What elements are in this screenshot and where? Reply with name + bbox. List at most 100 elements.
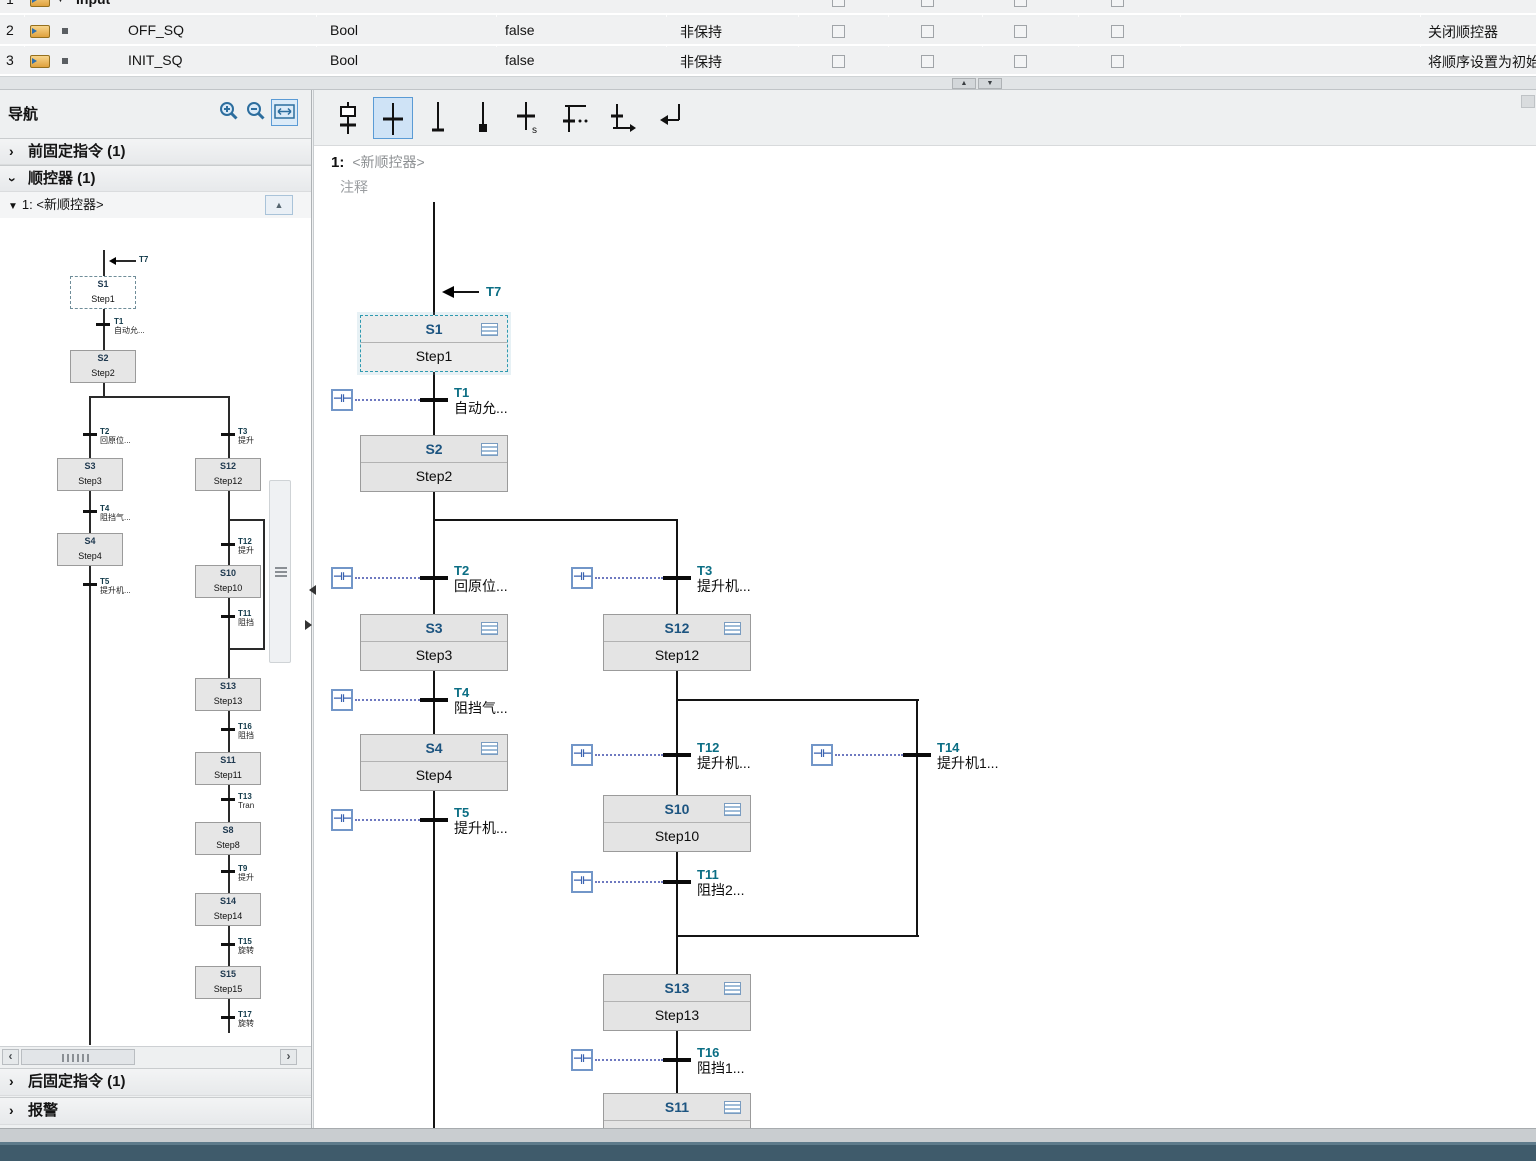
checkbox[interactable] xyxy=(832,0,845,7)
transition-bar-t1[interactable] xyxy=(420,398,448,402)
step-node-s4[interactable]: S4 Step4 xyxy=(360,734,508,791)
checkbox[interactable] xyxy=(1014,55,1027,68)
transition-condition-icon[interactable] xyxy=(331,567,353,589)
sequence-overview-thumbnail[interactable]: T7 S1Step1 T1自动允... S2Step2 T2回原位... T3提… xyxy=(0,218,311,1046)
insert-step-button[interactable] xyxy=(418,97,458,139)
checkbox[interactable] xyxy=(921,0,934,7)
retain-setting[interactable]: 非保持 xyxy=(680,22,722,42)
thumb-step-s8[interactable]: S8Step8 xyxy=(195,822,261,855)
transition-label-t12[interactable]: T12提升机... xyxy=(697,740,751,771)
transition-bar-t12[interactable] xyxy=(663,753,691,757)
nav-section-pre-instructions[interactable]: › 前固定指令 (1) xyxy=(0,138,311,165)
insert-transition-button[interactable] xyxy=(373,97,413,139)
transition-bar[interactable] xyxy=(221,433,235,436)
nav-horizontal-scrollbar[interactable]: ‹ › xyxy=(0,1046,311,1066)
scroll-up-button[interactable]: ▲ xyxy=(265,195,293,215)
scroll-left-button[interactable]: ‹ xyxy=(2,1049,19,1065)
transition-label-t12[interactable]: T12提升 xyxy=(238,537,254,555)
thumb-step-s3[interactable]: S3Step3 xyxy=(57,458,123,491)
transition-bar[interactable] xyxy=(83,510,97,513)
splitter-up-button[interactable]: ▲ xyxy=(952,78,976,89)
transition-label-t4[interactable]: T4阻挡气... xyxy=(100,504,131,522)
sequencer-tree-item[interactable]: ▼1: <新顺控器> ▲ xyxy=(0,192,311,218)
group-expand-icon[interactable]: ▼ xyxy=(56,0,65,4)
transition-label-t3[interactable]: T3提升机... xyxy=(697,563,751,594)
table-row[interactable]: 1 ▼ Input xyxy=(0,0,1536,15)
transition-label-t13[interactable]: T13Tran xyxy=(238,792,254,810)
retain-setting[interactable]: 非保持 xyxy=(680,52,722,72)
insert-jump-button[interactable] xyxy=(652,97,692,139)
step-node-s2[interactable]: S2 Step2 xyxy=(360,435,508,492)
scroll-right-button[interactable]: › xyxy=(280,1049,297,1065)
transition-label-t1[interactable]: T1自动允... xyxy=(114,317,145,335)
transition-bar-t16[interactable] xyxy=(663,1058,691,1062)
checkbox[interactable] xyxy=(921,55,934,68)
transition-condition-icon[interactable] xyxy=(571,567,593,589)
thumb-step-s15[interactable]: S15Step15 xyxy=(195,966,261,999)
transition-bar[interactable] xyxy=(221,543,235,546)
zoom-out-button[interactable] xyxy=(243,100,269,126)
transition-label-t17[interactable]: T17旋转 xyxy=(238,1010,254,1028)
open-alternative-branch-button[interactable] xyxy=(556,97,596,139)
sequence-comment[interactable]: 注释 xyxy=(340,177,368,197)
transition-label-t2[interactable]: T2回原位... xyxy=(454,563,508,594)
expand-pane-right-icon[interactable] xyxy=(305,620,317,630)
comment[interactable]: 将顺序设置为初始状 xyxy=(1428,52,1536,72)
graph-sequence-editor[interactable]: s 1:<新顺控器> 注释 T7 S1 Step1 S2 Step2 S3 St… xyxy=(313,90,1536,1128)
transition-condition-icon[interactable] xyxy=(331,689,353,711)
transition-label-t3[interactable]: T3提升 xyxy=(238,427,254,445)
step-node-s13[interactable]: S13 Step13 xyxy=(603,974,751,1031)
step-node-s11[interactable]: S11 Step11 xyxy=(603,1093,751,1128)
editor-horizontal-scrollbar-area[interactable] xyxy=(0,1128,1536,1142)
table-row[interactable]: 3 INIT_SQ Bool false 非保持 将顺序设置为初始状 xyxy=(0,47,1536,76)
thumb-step-s2[interactable]: S2Step2 xyxy=(70,350,136,383)
data-type[interactable]: Bool xyxy=(330,22,358,38)
transition-label-t9[interactable]: T9提升 xyxy=(238,864,254,882)
checkbox[interactable] xyxy=(1111,25,1124,38)
transition-bar[interactable] xyxy=(221,615,235,618)
thumb-step-s12[interactable]: S12Step12 xyxy=(195,458,261,491)
horizontal-splitter[interactable]: ▲ ▼ xyxy=(0,76,1536,90)
transition-condition-icon[interactable] xyxy=(571,744,593,766)
sequence-end-button[interactable] xyxy=(463,97,503,139)
fit-width-button[interactable] xyxy=(271,99,298,126)
transition-bar[interactable] xyxy=(83,433,97,436)
comment[interactable]: 关闭顺控器 xyxy=(1428,22,1498,42)
transition-bar[interactable] xyxy=(221,728,235,731)
nav-section-sequencer[interactable]: › 顺控器 (1) xyxy=(0,165,311,192)
default-value[interactable]: false xyxy=(505,22,535,38)
zoom-in-button[interactable] xyxy=(216,100,242,126)
thumb-step-s1[interactable]: S1Step1 xyxy=(70,276,136,309)
transition-label-t7[interactable]: T7 xyxy=(139,255,148,264)
splitter-down-button[interactable]: ▼ xyxy=(978,78,1002,89)
transition-bar-t4[interactable] xyxy=(420,698,448,702)
transition-bar[interactable] xyxy=(221,798,235,801)
transition-condition-icon[interactable] xyxy=(811,744,833,766)
transition-label-t15[interactable]: T15旋转 xyxy=(238,937,254,955)
checkbox[interactable] xyxy=(832,25,845,38)
step-node-s10[interactable]: S10 Step10 xyxy=(603,795,751,852)
transition-bar[interactable] xyxy=(83,583,97,586)
transition-condition-icon[interactable] xyxy=(571,1049,593,1071)
horizontal-scrollbar-thumb[interactable] xyxy=(21,1049,135,1065)
transition-label-t11[interactable]: T11阻挡2... xyxy=(697,867,744,898)
data-type[interactable]: Bool xyxy=(330,52,358,68)
checkbox[interactable] xyxy=(1014,25,1027,38)
transition-label-t16[interactable]: T16阻挡1... xyxy=(697,1045,744,1076)
transition-label-t7[interactable]: T7 xyxy=(486,284,501,299)
checkbox[interactable] xyxy=(832,55,845,68)
transition-bar-t11[interactable] xyxy=(663,880,691,884)
transition-label-t5[interactable]: T5提升机... xyxy=(454,805,508,836)
transition-bar[interactable] xyxy=(221,1016,235,1019)
tree-expand-icon[interactable]: ▼ xyxy=(8,201,18,212)
transition-condition-icon[interactable] xyxy=(331,809,353,831)
variable-name[interactable]: OFF_SQ xyxy=(128,22,184,38)
transition-label-t4[interactable]: T4阻挡气... xyxy=(454,685,508,716)
thumb-step-s11[interactable]: S11Step11 xyxy=(195,752,261,785)
close-branch-button[interactable] xyxy=(604,97,644,139)
transition-label-t11[interactable]: T11阻挡 xyxy=(238,609,254,627)
thumb-step-s13[interactable]: S13Step13 xyxy=(195,678,261,711)
checkbox[interactable] xyxy=(921,25,934,38)
transition-bar[interactable] xyxy=(221,943,235,946)
thumb-step-s14[interactable]: S14Step14 xyxy=(195,893,261,926)
